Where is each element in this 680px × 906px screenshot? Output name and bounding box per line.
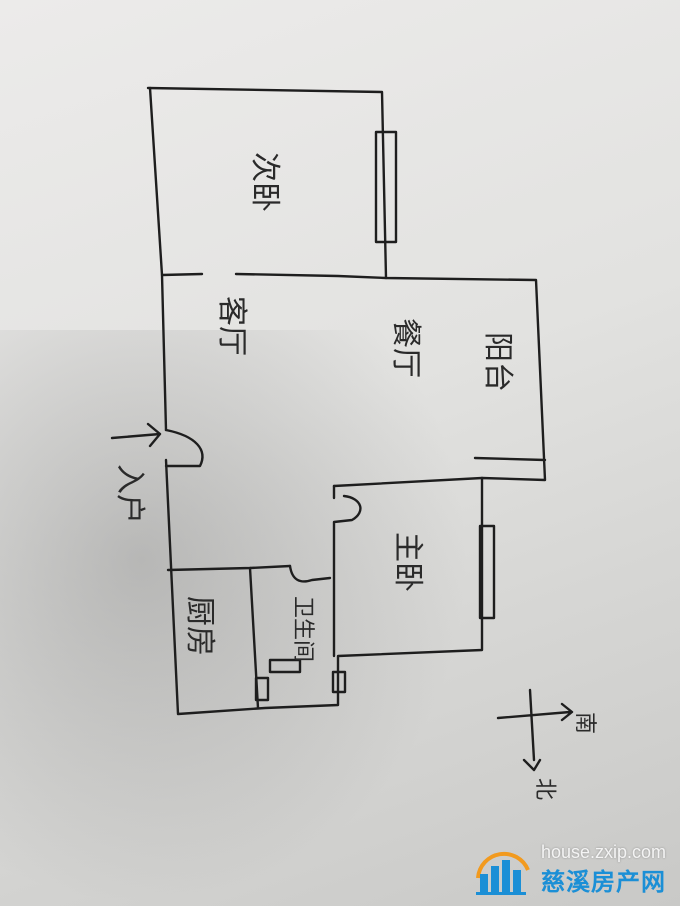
master-door [332, 484, 362, 658]
label-kitchen: 厨房 [182, 596, 217, 656]
window-master-bedroom [478, 524, 496, 620]
kitchen-top-wall [166, 564, 292, 572]
window-bath [268, 658, 302, 674]
watermark: house.zxip.com 慈溪房产网 [472, 842, 672, 898]
label-bathroom: 卫生间 [290, 596, 315, 662]
master-bedroom-left-wall [332, 476, 484, 488]
compass-north: 北 [532, 778, 557, 800]
entrance-door [164, 428, 204, 468]
bedroom-partition [160, 272, 388, 280]
label-master-bedroom: 主卧 [390, 532, 425, 592]
second-bedroom-walls [146, 86, 547, 716]
watermark-domain: house.zxip.com [540, 842, 666, 862]
label-dining-room: 餐厅 [388, 318, 423, 378]
living-left-wall [148, 86, 168, 432]
balcony-wall [473, 456, 547, 462]
window-kitchen [254, 676, 270, 702]
building-logo-icon [476, 851, 530, 895]
label-living-room: 客厅 [214, 296, 249, 356]
label-entrance: 入户 [112, 464, 147, 524]
watermark-name: 慈溪房产网 [541, 868, 666, 896]
compass-cross [496, 688, 574, 772]
label-balcony: 阳台 [480, 332, 515, 392]
window-bath-2 [331, 670, 347, 694]
label-second-bedroom: 次卧 [247, 152, 282, 212]
entrance-arrow [110, 422, 162, 448]
window-second-bedroom [374, 130, 398, 244]
compass-south: 南 [572, 712, 597, 734]
bathroom-door [288, 564, 332, 583]
